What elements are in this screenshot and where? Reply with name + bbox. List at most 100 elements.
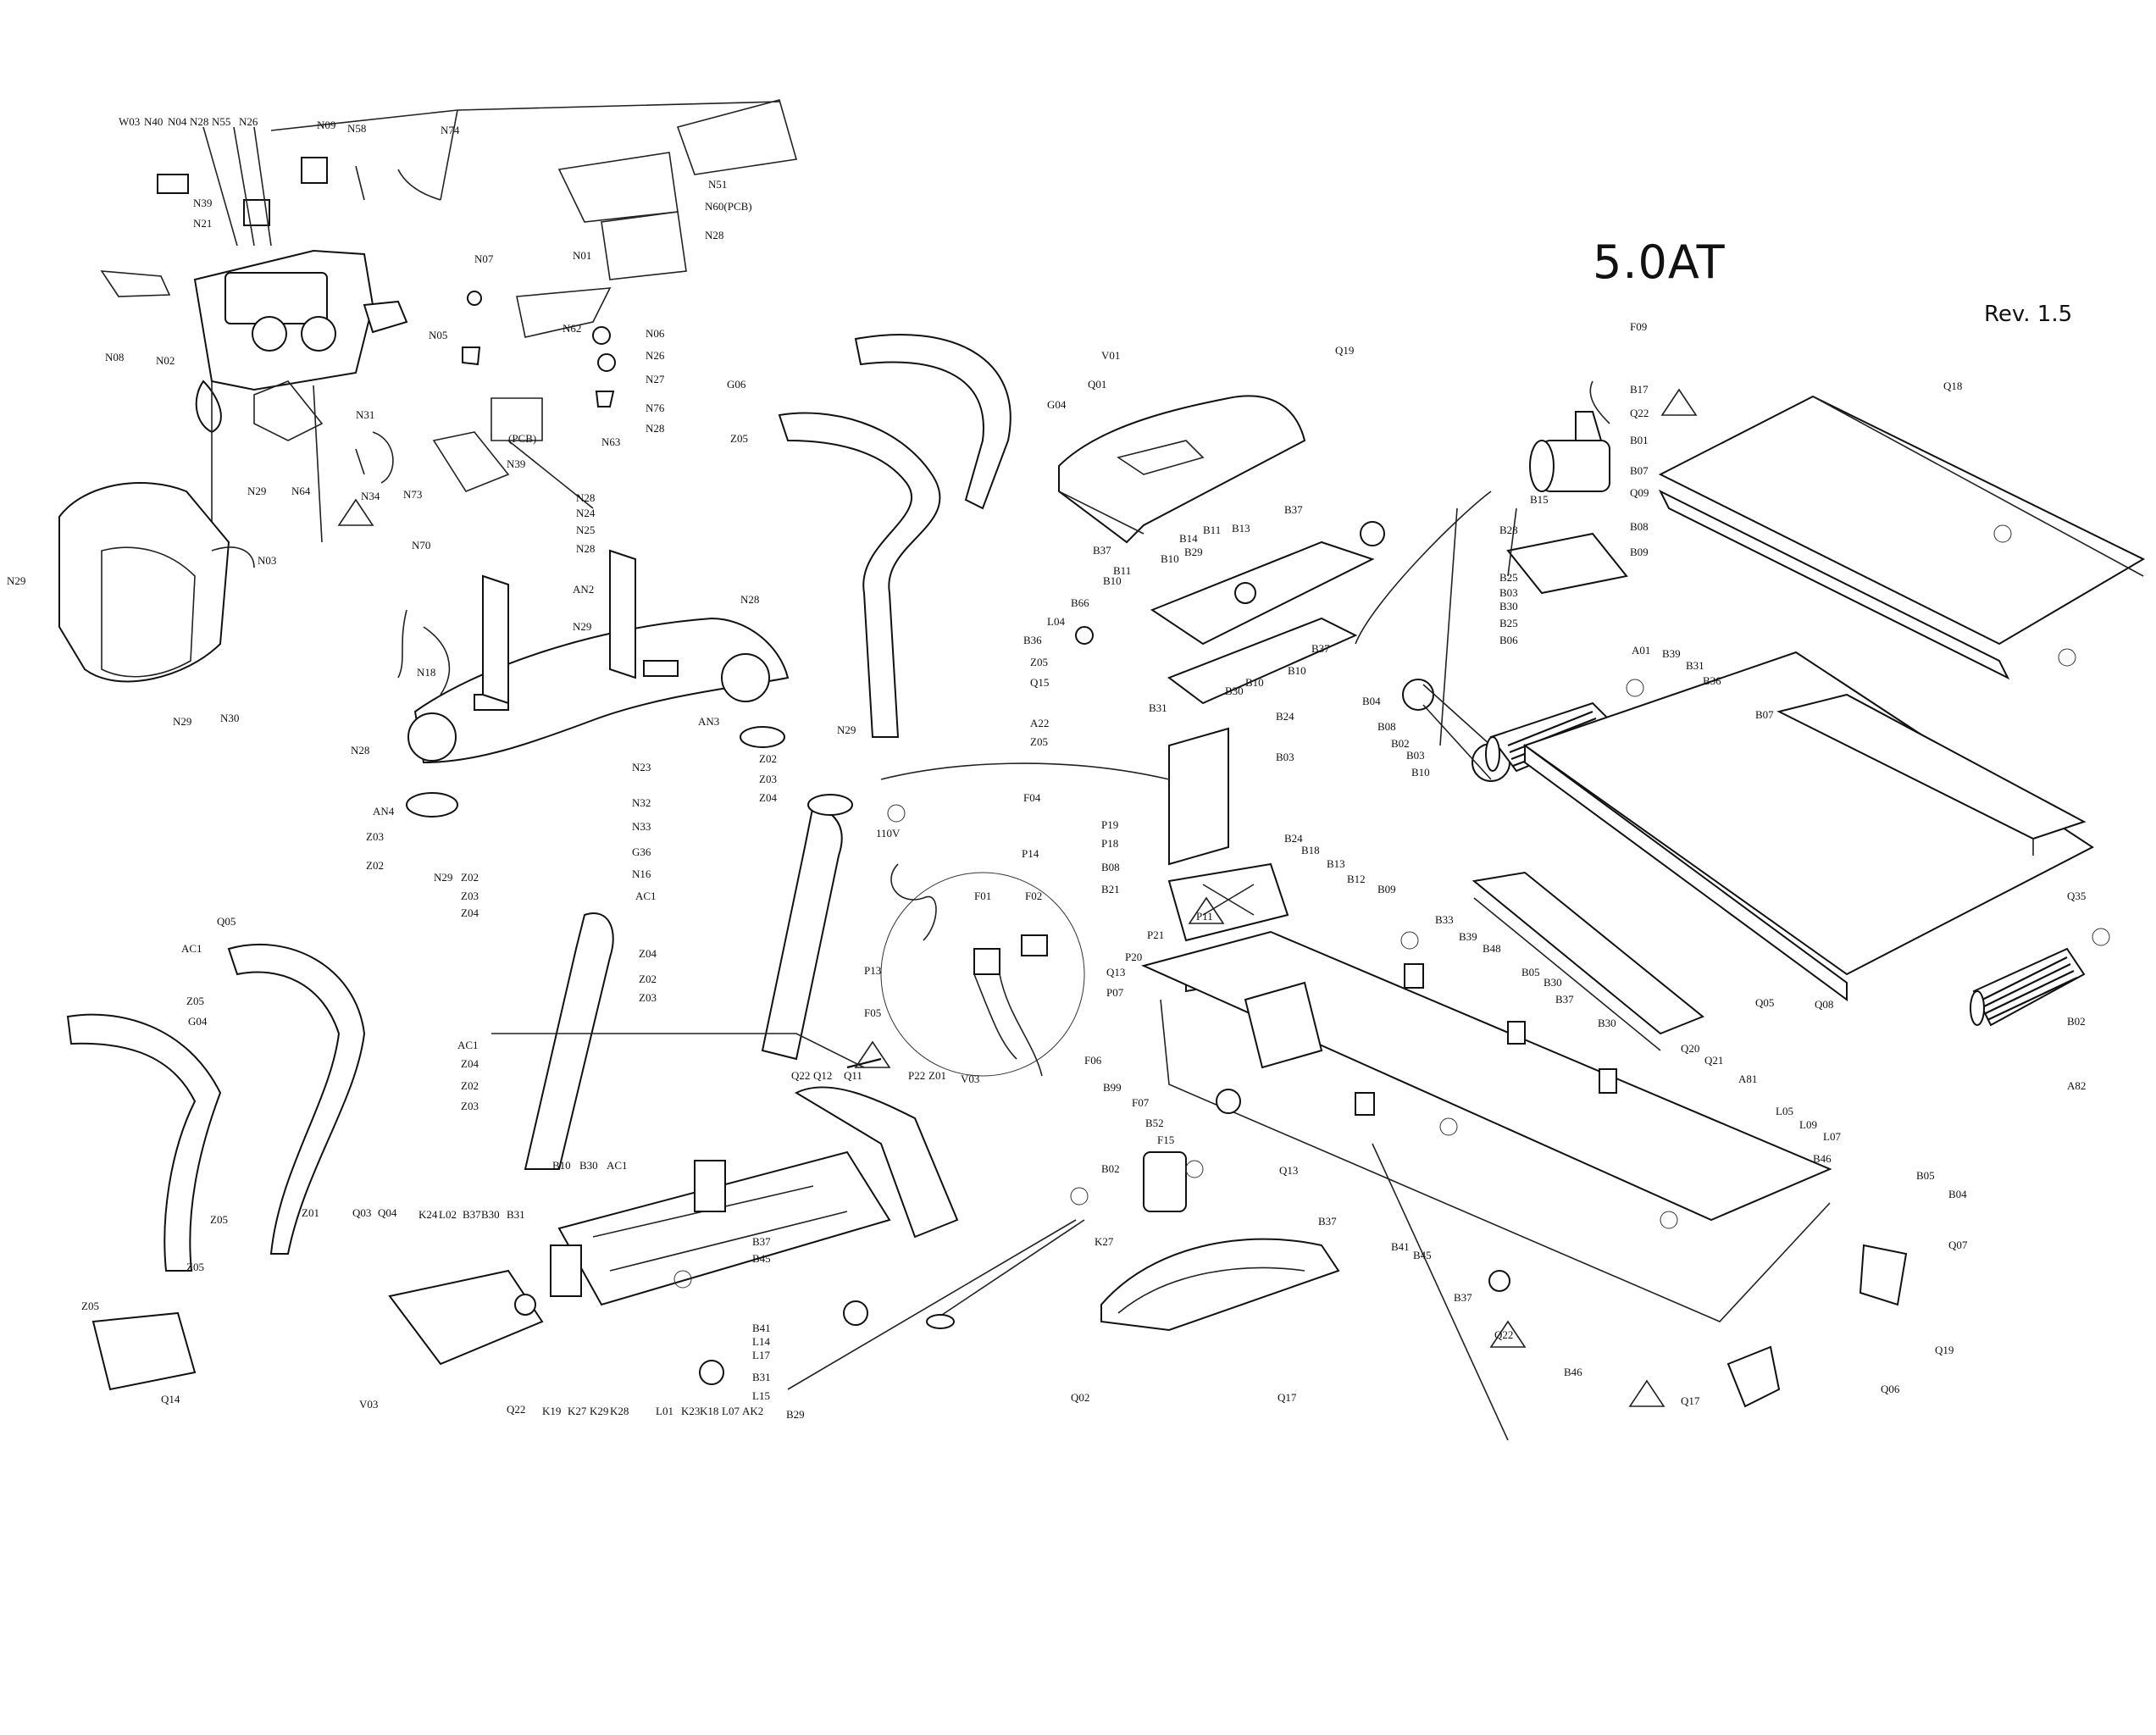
part-callout-z05: Z05 (186, 995, 204, 1007)
part-callout-n26: N26 (646, 349, 665, 362)
part-callout-b30: B30 (481, 1208, 500, 1221)
part-callout-n29: N29 (7, 574, 25, 587)
part-callout-b10: B10 (1411, 766, 1430, 779)
part-callout-z05: Z05 (186, 1261, 204, 1273)
part-callout-f04: F04 (1023, 791, 1041, 804)
part-callout-l09: L09 (1799, 1118, 1817, 1131)
part-callout-n21: N21 (193, 217, 212, 230)
part-callout-b08: B08 (1377, 720, 1396, 733)
part-callout-q12: Q12 (813, 1069, 832, 1082)
base-frame (388, 1033, 1085, 1390)
part-callout-b99: B99 (1103, 1081, 1122, 1094)
part-callout-v03: V03 (359, 1398, 378, 1411)
part-callout-n04: N04 (168, 115, 187, 128)
part-callout-q06: Q06 (1881, 1383, 1900, 1395)
part-callout-n34: N34 (361, 490, 380, 502)
part-callout-g04: G04 (1047, 398, 1067, 411)
part-callout-b25: B25 (1499, 617, 1518, 629)
part-callout-n74: N74 (441, 124, 460, 136)
part-callout-q19: Q19 (1935, 1344, 1954, 1356)
part-callout-n28: N28 (740, 593, 759, 606)
part-callout-b04: B04 (1948, 1188, 1967, 1200)
part-callout-n70: N70 (412, 539, 430, 552)
part-callout-n30: N30 (220, 712, 239, 724)
part-callout-n39: N39 (193, 197, 212, 209)
part-callout-n64: N64 (291, 485, 311, 497)
part-callout-n09: N09 (317, 119, 335, 131)
part-callout-b31: B31 (1149, 701, 1167, 714)
part-callout-k29: K29 (590, 1405, 608, 1417)
part-callout-p13: P13 (864, 964, 881, 977)
part-callout-ac1: AC1 (181, 942, 202, 955)
part-callout-n28: N28 (576, 542, 595, 555)
part-callout-b36: B36 (1703, 674, 1721, 687)
part-callout-n55: N55 (212, 115, 230, 128)
part-callout-z05: Z05 (210, 1213, 228, 1226)
part-callout-p07: P07 (1106, 986, 1124, 999)
part-callout-b10: B10 (552, 1159, 571, 1172)
part-callout-p19: P19 (1101, 818, 1118, 831)
part-callout-b12: B12 (1347, 873, 1366, 885)
part-callout-n03: N03 (258, 554, 276, 567)
part-callout-p20: P20 (1125, 951, 1142, 963)
part-callout-z04: Z04 (639, 947, 657, 960)
handle-crossbar (397, 549, 790, 818)
part-callout-b02: B02 (1391, 737, 1410, 750)
part-callout-b30: B30 (579, 1159, 598, 1172)
end-caps (1726, 1244, 1908, 1408)
part-callout-g04: G04 (188, 1015, 208, 1028)
part-callout-q05: Q05 (217, 915, 236, 928)
part-callout-z04: Z04 (759, 791, 777, 804)
part-callout-b09: B09 (1377, 883, 1396, 895)
part-callout-a01: A01 (1632, 644, 1650, 657)
part-callout-b45: B45 (752, 1252, 771, 1265)
incline-pan (1100, 1151, 1340, 1332)
part-callout-b46: B46 (1564, 1366, 1582, 1378)
part-callout-l01: L01 (656, 1405, 673, 1417)
part-callout-b37: B37 (1555, 993, 1574, 1006)
part-callout-q20: Q20 (1681, 1042, 1699, 1055)
part-callout-k23: K23 (681, 1405, 700, 1417)
part-callout-n31: N31 (356, 408, 374, 421)
part-callout-p21: P21 (1147, 928, 1164, 941)
part-callout-f15: F15 (1157, 1134, 1174, 1146)
part-callout-b10: B10 (1288, 664, 1306, 677)
part-callout-an4: AN4 (373, 805, 395, 818)
part-callout-b11: B11 (1113, 564, 1131, 577)
part-callout-b37: B37 (1284, 503, 1303, 516)
part-callout-f02: F02 (1025, 890, 1042, 902)
part-callout-n05: N05 (429, 329, 447, 341)
part-callout-n39: N39 (507, 457, 525, 470)
part-callout-b10: B10 (1103, 574, 1122, 587)
part-callout-q01: Q01 (1088, 378, 1106, 391)
part-callout-q18: Q18 (1943, 380, 1962, 392)
part-callout-n29: N29 (173, 715, 191, 728)
part-callout-z04: Z04 (461, 906, 479, 919)
motor-hood (58, 482, 255, 683)
part-callout-q15: Q15 (1030, 676, 1049, 689)
part-callout-v01: V01 (1101, 349, 1120, 362)
part-callout-k18: K18 (700, 1405, 718, 1417)
part-callout-k24: K24 (418, 1208, 438, 1221)
part-callout-n02: N02 (156, 354, 175, 367)
part-callout-b05: B05 (1521, 966, 1540, 978)
part-callout-g36: G36 (632, 845, 651, 858)
part-callout-b29: B29 (1184, 546, 1203, 558)
part-callout-n51: N51 (708, 178, 727, 191)
part-callout-b30: B30 (1544, 976, 1562, 989)
part-callout-q13: Q13 (1279, 1164, 1298, 1177)
part-callout-ac1: AC1 (635, 890, 657, 902)
part-callout-q11: Q11 (844, 1069, 862, 1082)
part-callout-b31: B31 (507, 1208, 525, 1221)
part-callout-b17: B17 (1630, 383, 1649, 396)
part-callout-f05: F05 (864, 1006, 881, 1019)
part-callout-n08: N08 (105, 351, 124, 363)
part-callout-z02: Z02 (461, 871, 479, 884)
part-callout-b01: B01 (1630, 434, 1649, 446)
part-callout-q22: Q22 (1494, 1328, 1513, 1341)
part-callout-k19: K19 (542, 1405, 561, 1417)
part-callout-k28: K28 (610, 1405, 629, 1417)
part-callout-b33: B33 (1435, 913, 1454, 926)
part-callout-l02: L02 (439, 1208, 457, 1221)
